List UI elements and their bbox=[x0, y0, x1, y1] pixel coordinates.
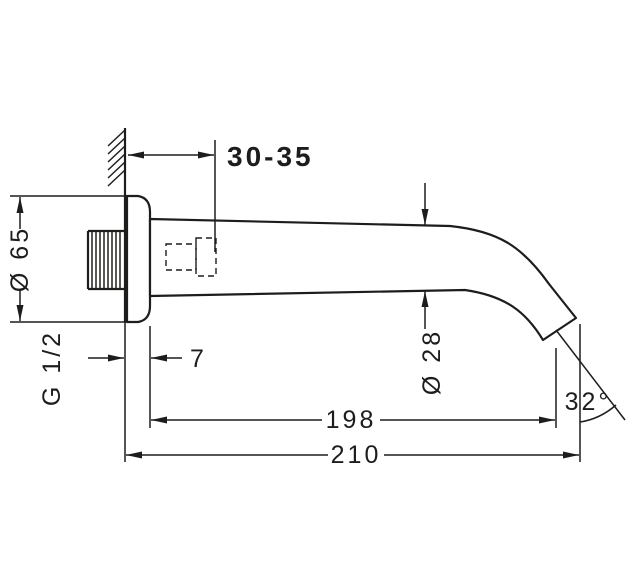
thread-lines bbox=[91, 231, 121, 289]
dim-spout-length: 198 bbox=[151, 348, 557, 434]
dim-thread-size: G 1/2 bbox=[38, 330, 124, 406]
dim-total-projection: 210 bbox=[124, 322, 581, 469]
flange-diameter-label: Ø 65 bbox=[6, 226, 34, 292]
dim-flange-offset: 7 bbox=[149, 326, 207, 428]
hidden-connection bbox=[165, 237, 217, 277]
thread-size-label: G 1/2 bbox=[38, 330, 66, 406]
threaded-connector bbox=[86, 229, 125, 291]
wall-hatching bbox=[107, 129, 126, 187]
dim-flange-diameter: Ø 65 bbox=[6, 195, 127, 323]
wall-flange bbox=[125, 194, 152, 324]
spout-length-label: 198 bbox=[326, 406, 377, 434]
wall-section bbox=[107, 128, 127, 322]
install-depth-label: 30-35 bbox=[227, 141, 314, 172]
flange-offset-label: 7 bbox=[190, 345, 207, 373]
dim-install-depth: 30-35 bbox=[128, 140, 314, 252]
outlet-angle-label: 32° bbox=[565, 388, 612, 416]
dim-outlet-angle: 32° bbox=[555, 329, 626, 423]
dim-spout-diameter: Ø 28 bbox=[418, 183, 446, 395]
total-projection-label: 210 bbox=[331, 441, 382, 469]
spout-diameter-label: Ø 28 bbox=[418, 329, 446, 395]
spout-body bbox=[148, 217, 578, 342]
